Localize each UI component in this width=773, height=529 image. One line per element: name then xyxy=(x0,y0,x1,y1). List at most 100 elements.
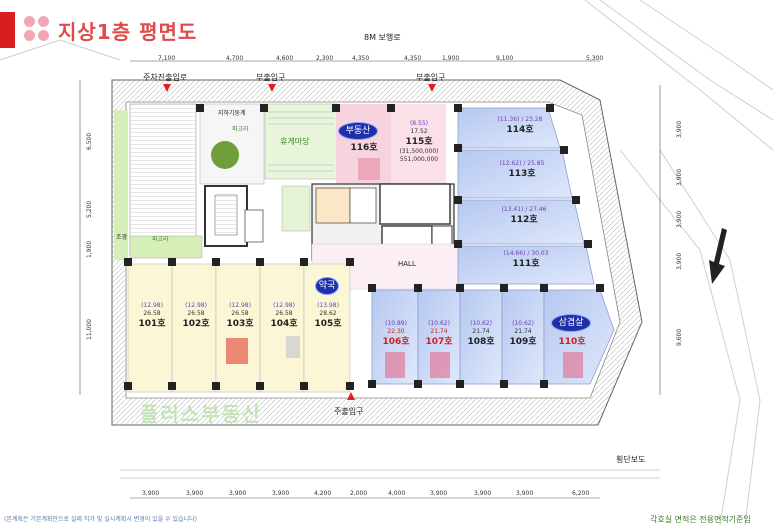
dimension-label: 3,900 xyxy=(676,252,683,270)
dimension-label: 4,600 xyxy=(276,55,294,62)
unit-area: (13.41) xyxy=(501,206,524,213)
unit-area2: 26.58 xyxy=(187,310,205,317)
unit-113: (12.62) / 25.85 113호 xyxy=(482,160,562,180)
unit-area-line: (11.36) / 23.28 xyxy=(497,116,543,123)
unit-area2: 25.85 xyxy=(527,160,545,167)
unit-area: (13.98) xyxy=(317,302,339,309)
unit-103: (12.98) 26.58 103호 xyxy=(218,302,262,330)
page-title: 지상1층 평면도 xyxy=(58,20,198,44)
unit-area: (10.62) xyxy=(428,320,450,327)
unit-area: (12.98) xyxy=(141,302,163,309)
unit-number: 104호 xyxy=(270,319,298,329)
unit-115-area xyxy=(391,104,446,184)
entrance-sub-2: 부출입구 xyxy=(416,73,446,82)
footer-area-note: 각호실 면적은 전용면적기준임 xyxy=(650,515,751,524)
dimension-label: 9,600 xyxy=(676,328,683,346)
tree-1 xyxy=(211,141,239,169)
unit-area: (11.36) xyxy=(497,116,520,123)
dimension-label: 3,900 xyxy=(186,490,204,497)
dimension-label: 4,000 xyxy=(388,490,406,497)
unit-area: (12.98) xyxy=(273,302,295,309)
dimension-label: 3,900 xyxy=(676,120,683,138)
dimension-label: 4,200 xyxy=(314,490,332,497)
landscape-left xyxy=(114,110,128,260)
dimension-label: 6,200 xyxy=(572,490,590,497)
restroom-1 xyxy=(315,187,351,224)
planter xyxy=(281,185,311,232)
dimension-label: 3,900 xyxy=(676,168,683,186)
title-accent-bar xyxy=(0,12,15,48)
dimension-label: 3,900 xyxy=(229,490,247,497)
unit-115-number: 115호 xyxy=(405,137,433,147)
dimension-label: 3,900 xyxy=(272,490,290,497)
badge-realestate: 부동산 xyxy=(338,122,378,140)
room-rest-area: 휴게마당 xyxy=(280,137,310,146)
unit-area2: 26.58 xyxy=(275,310,293,317)
dimension-label: 3,900 xyxy=(516,490,534,497)
unit-number: 101호 xyxy=(138,319,166,329)
unit-number: 106호 xyxy=(382,337,410,347)
unit-area-line: (14.66) / 30.03 xyxy=(503,250,549,257)
dimension-label: 11,000 xyxy=(86,319,93,340)
unit-number: 109호 xyxy=(509,337,537,347)
dimension-label: 1,900 xyxy=(442,55,460,62)
decor-dot xyxy=(38,16,49,27)
unit-area: (14.66) xyxy=(503,250,526,257)
unit-116-number: 116호 xyxy=(350,143,378,153)
direction-arrow xyxy=(709,228,727,284)
entrance-sub-1: 부출입구 xyxy=(256,73,286,82)
room-landscape-small: 파고라 xyxy=(232,126,249,133)
unit-area-line: (13.41) / 27.46 xyxy=(501,206,547,213)
unit-116: 116호 xyxy=(340,142,388,154)
room-pergola: 파고라 xyxy=(152,236,169,243)
unit-number: 114호 xyxy=(506,125,534,135)
unit-area2: 23.28 xyxy=(525,116,543,123)
right-units xyxy=(457,107,595,285)
dimension-label: 1,900 xyxy=(86,240,93,258)
unit-area2: 28.62 xyxy=(319,310,337,317)
dimension-label: 3,900 xyxy=(430,490,448,497)
restroom-2 xyxy=(349,187,377,224)
room-landscape-left: 조경 xyxy=(116,234,128,241)
unit-number: 105호 xyxy=(314,319,342,329)
dimension-label: 3,900 xyxy=(142,490,160,497)
stair-core-left-aux xyxy=(244,209,264,243)
decor-dot xyxy=(24,16,35,27)
entrance-main: 주출입구 xyxy=(334,407,364,416)
unit-number: 103호 xyxy=(226,319,254,329)
decor-dot xyxy=(38,30,49,41)
unit-110: 110호 xyxy=(550,336,594,348)
dimension-label: 4,350 xyxy=(404,55,422,62)
unit-115-price2: 551,000,000 xyxy=(399,156,439,163)
dimension-label: 4,350 xyxy=(352,55,370,62)
dimension-label: 2,300 xyxy=(316,55,334,62)
unit-107: (10.62) 21.74 107호 xyxy=(418,320,460,348)
unit-area2: 26.58 xyxy=(143,310,161,317)
dimension-label: 3,900 xyxy=(474,490,492,497)
unit-area: (12.98) xyxy=(185,302,207,309)
dimension-label: 5,300 xyxy=(586,55,604,62)
unit-number: 112호 xyxy=(510,215,538,225)
entrance-arrows xyxy=(163,84,436,400)
dimension-label: 4,700 xyxy=(226,55,244,62)
unit-number: 108호 xyxy=(467,337,495,347)
unit-area: (12.98) xyxy=(229,302,251,309)
unit-area2: 27.46 xyxy=(529,206,547,213)
unit-106: (10.89) 22.30 106호 xyxy=(374,320,418,348)
watermark-text: 플러스부동산 xyxy=(140,402,263,426)
unit-area: (10.89) xyxy=(385,320,407,327)
unit-number: 111호 xyxy=(512,259,540,269)
unit-number: 110호 xyxy=(558,337,586,347)
unit-104: (12.98) 26.58 104호 xyxy=(262,302,306,330)
unit-area2: 30.03 xyxy=(531,250,549,257)
elevator-stair xyxy=(379,183,451,225)
dimension-label: 7,100 xyxy=(158,55,176,62)
unit-115-area2: 17.52 xyxy=(410,128,428,135)
unit-area: (10.62) xyxy=(470,320,492,327)
room-hall: HALL xyxy=(398,260,416,268)
entrance-parking: 주차진출입로 xyxy=(143,73,188,82)
badge-pharmacy: 약국 xyxy=(315,277,339,295)
unit-area2: 22.30 xyxy=(387,328,405,335)
parking-ramp xyxy=(129,103,197,255)
